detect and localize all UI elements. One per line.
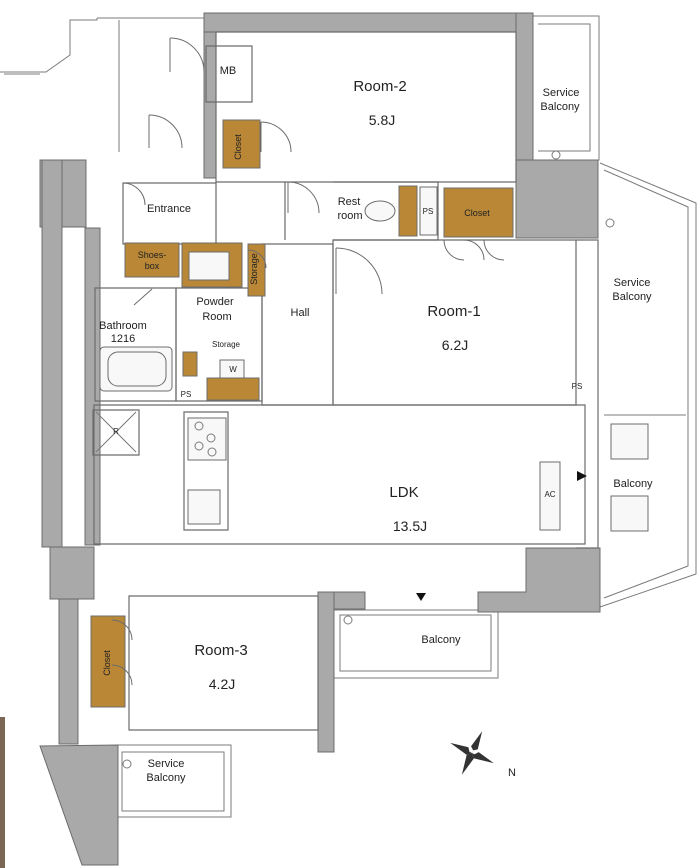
structural-walls bbox=[39, 12, 601, 866]
bathroom-label-line1: Bathroom bbox=[99, 320, 147, 332]
storage-small bbox=[182, 351, 198, 377]
down-arrow-marker bbox=[416, 593, 426, 601]
service-balcony-right-line1: Service bbox=[614, 277, 651, 289]
closet-room2-label: Closet bbox=[233, 134, 243, 160]
exterior-lines bbox=[0, 15, 697, 818]
bathroom-label-line2: 1216 bbox=[111, 333, 135, 345]
ldk-name: LDK bbox=[389, 484, 418, 501]
service-balcony-bottom-line2: Balcony bbox=[146, 772, 186, 784]
washer-label: W bbox=[229, 365, 237, 374]
labels: Room-2 5.8J Room-1 6.2J LDK 13.5J Room-3… bbox=[99, 65, 653, 784]
ps-label-restroom: PS bbox=[423, 207, 434, 216]
storage-tall-label: Storage bbox=[249, 253, 259, 285]
storage-label-bath: Storage bbox=[212, 340, 241, 349]
washer-cabinet bbox=[206, 377, 260, 401]
entrance-label: Entrance bbox=[147, 203, 191, 215]
shoes-box-label-line1: Shoes- bbox=[138, 250, 167, 260]
closet-room1 bbox=[443, 187, 514, 238]
powder-room-label-line1: Powder bbox=[196, 296, 234, 308]
ps-label-bath: PS bbox=[181, 390, 192, 399]
room3-size: 4.2J bbox=[209, 676, 235, 692]
ac-label: AC bbox=[544, 490, 555, 499]
refrigerator-label: R bbox=[113, 427, 119, 436]
hall-label: Hall bbox=[291, 307, 310, 319]
closet-room1-label: Closet bbox=[464, 208, 490, 218]
restroom-cabinet bbox=[398, 185, 418, 237]
storage-tall bbox=[247, 243, 266, 297]
closet-room3 bbox=[90, 615, 126, 708]
service-balcony-bottom-line1: Service bbox=[148, 758, 185, 770]
doors bbox=[111, 37, 505, 686]
closets: Closet Closet Closet Shoes- box Storage bbox=[90, 119, 514, 708]
interior-outlines bbox=[92, 31, 599, 731]
shoes-box-label-line2: box bbox=[145, 261, 160, 271]
left-edge-photo-strip bbox=[0, 717, 5, 868]
room1-size: 6.2J bbox=[442, 337, 468, 353]
balcony-bottom-label: Balcony bbox=[421, 634, 461, 646]
service-balcony-top-line1: Service bbox=[543, 87, 580, 99]
service-balcony-right-line2: Balcony bbox=[612, 291, 652, 303]
ps-label-room1: PS bbox=[572, 382, 583, 391]
fixtures bbox=[95, 150, 649, 769]
restroom-label-line1: Rest bbox=[338, 196, 361, 208]
powder-room-label-line2: Room bbox=[202, 311, 231, 323]
ldk-size: 13.5J bbox=[393, 518, 427, 534]
right-arrow-marker bbox=[577, 471, 587, 481]
compass-n: N bbox=[508, 767, 516, 779]
compass-rose bbox=[450, 731, 494, 775]
room2-size: 5.8J bbox=[369, 112, 395, 128]
service-balcony-top-line2: Balcony bbox=[540, 101, 580, 113]
closet-room3-label: Closet bbox=[102, 650, 112, 676]
closet-room2 bbox=[222, 119, 261, 169]
restroom-label-line2: room bbox=[337, 210, 362, 222]
room2-name: Room-2 bbox=[353, 78, 406, 95]
balcony-right-label: Balcony bbox=[613, 478, 653, 490]
room3-name: Room-3 bbox=[194, 642, 247, 659]
shoes-box bbox=[124, 242, 180, 278]
room1-name: Room-1 bbox=[427, 303, 480, 320]
mb-label: MB bbox=[220, 65, 237, 77]
markers bbox=[416, 471, 587, 601]
